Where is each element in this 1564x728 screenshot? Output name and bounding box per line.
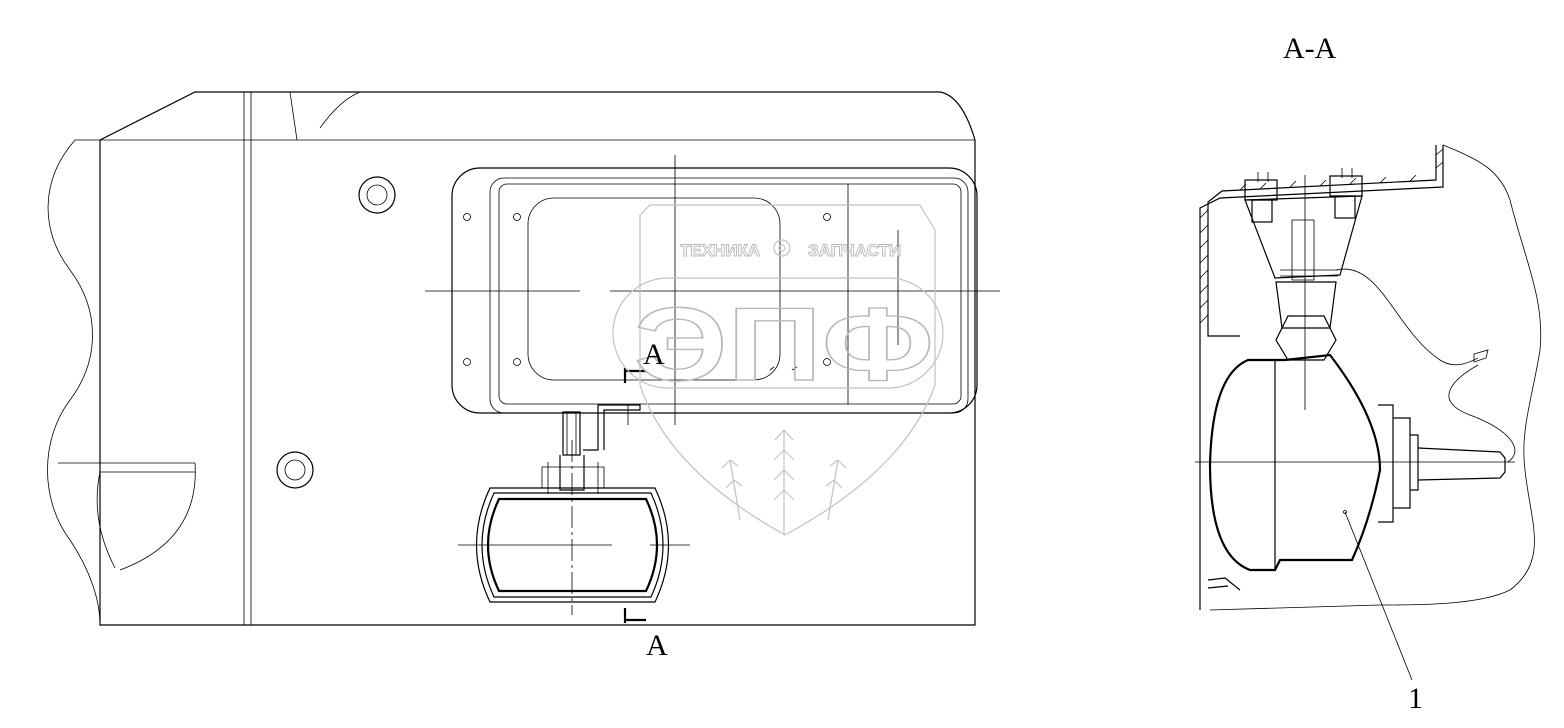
watermark-monogram: ЭПФ: [634, 287, 934, 403]
mount-boss-bottom: [276, 451, 314, 489]
lamp-nut: [1275, 315, 1337, 361]
gear-icon: [773, 239, 791, 257]
section-title: A-A: [1283, 32, 1337, 65]
lamp-connector: [1417, 447, 1506, 481]
bracket-foot: [1207, 577, 1241, 591]
section-mark-top: A: [643, 338, 665, 371]
callout-1: 1: [1408, 682, 1423, 715]
watermark-tagline-left: ТЕХНИКА: [680, 241, 760, 260]
top-bevel: [289, 91, 361, 141]
break-line: [47, 139, 101, 626]
lamp-rear-cap: [1378, 404, 1419, 523]
lamp-cable: [1335, 268, 1516, 463]
section-bolts: [1244, 168, 1363, 223]
lamp-mount: [1244, 195, 1363, 279]
panel-outline: [99, 91, 976, 626]
lower-lamp: [458, 487, 690, 603]
bracket-wall-hatch: [1199, 148, 1444, 324]
section-view: A-A: [1195, 32, 1542, 681]
callout-leader: [1344, 511, 1413, 681]
lamp-body: [1208, 353, 1382, 572]
watermark-logo: ТЕХНИКА ЗАПЧАСТИ ЭПФ: [612, 204, 944, 536]
section-axes: [1195, 175, 1515, 463]
step-detail: [58, 462, 196, 571]
pillar-line: [243, 92, 252, 625]
section-break-line: [1209, 144, 1542, 611]
watermark-shield: [639, 204, 936, 536]
wheat-icon: [721, 429, 847, 535]
lamp-stud: [1291, 219, 1315, 281]
mount-boss-top: [358, 176, 396, 214]
lamp-bracket: [541, 404, 641, 615]
section-mark-bottom: A: [646, 629, 668, 662]
center-axes: [425, 155, 1000, 425]
watermark-monogram-frame: [612, 277, 944, 389]
upper-lamp-housing: [451, 167, 978, 414]
section-cut-mark-bottom: [623, 608, 646, 623]
front-view: [47, 91, 1000, 626]
bracket-wall: [1199, 145, 1444, 610]
watermark-tagline-right: ЗАПЧАСТИ: [808, 241, 901, 260]
